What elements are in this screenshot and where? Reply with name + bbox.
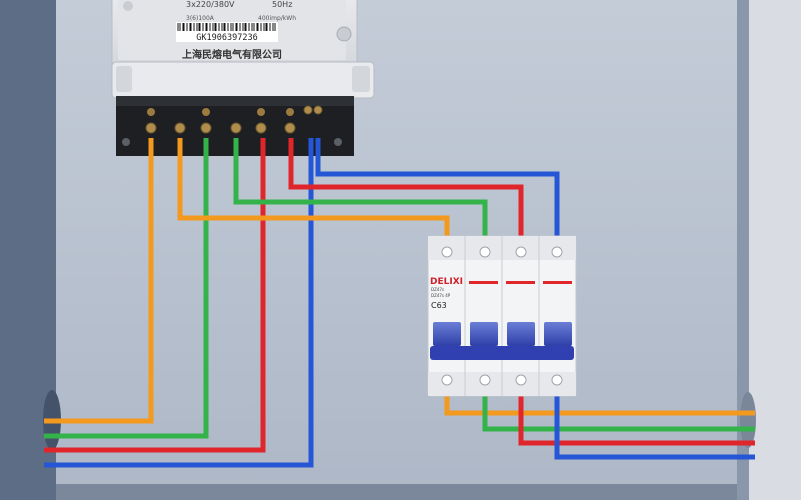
cabinet-right-edge: [735, 0, 749, 500]
terminal-mount-hole-left: [122, 138, 130, 146]
terminal-screws: [145, 105, 323, 134]
meter-spec-line: 3x220/380V: [186, 0, 235, 9]
meter-screw-left: [123, 1, 133, 11]
wire-blue-exit: [44, 138, 314, 468]
wire-red-exit: [44, 138, 266, 453]
meter-barcode: [176, 22, 278, 32]
meter-serial: GK1906397236: [196, 33, 257, 43]
terminal-mount-hole-right: [334, 138, 342, 146]
wire-green-load: [482, 385, 755, 432]
breaker-pole4-stripe: [543, 281, 572, 284]
wire-red-breaker: [288, 138, 524, 246]
wire-orange-breaker: [177, 138, 450, 246]
meter-clip-right: [352, 66, 370, 92]
terminal-block-top: [116, 96, 354, 106]
right-knockout: [740, 392, 756, 448]
meter-freq: 50Hz: [272, 0, 292, 9]
breaker-rating: C63: [431, 301, 447, 310]
energy-meter: 3x220/380V 50Hz 3(6)100A 400imp/kWh GK19…: [111, 0, 375, 156]
wire-red-load: [518, 385, 755, 446]
meter-clip-left: [116, 66, 132, 92]
breaker-series: DZ47s: [431, 287, 444, 292]
breaker-pole3-stripe: [506, 281, 535, 284]
wire-green-breaker: [233, 138, 488, 246]
wire-blue-breaker: [315, 138, 560, 246]
circuit-breaker-4p: DELIXI DZ47s DZ47s 4P C63: [427, 235, 577, 397]
wire-green-exit: [44, 138, 209, 439]
wire-orange-exit: [44, 138, 154, 424]
breaker-brand: DELIXI: [430, 277, 463, 287]
breaker-levers: [430, 322, 574, 360]
breaker-model: DZ47s 4P: [431, 293, 451, 298]
breaker-tie-bar: [430, 346, 574, 360]
cabinet-bottom: [56, 484, 737, 500]
breaker-pole-dividers: [464, 236, 540, 396]
wire-blue-load: [554, 385, 755, 460]
breaker-pole2-stripe: [469, 281, 498, 284]
breaker-terminal-screws: [441, 246, 563, 386]
meter-serial-box: [176, 32, 278, 42]
meter-constant: 400imp/kWh: [258, 15, 296, 22]
meter-current-rating: 3(6)100A: [186, 15, 215, 22]
meter-maker: 上海民熔电气有限公司: [182, 48, 282, 61]
wires: [44, 138, 755, 468]
meter-terminal-cover: [111, 61, 375, 99]
meter-seal-screw: [336, 26, 352, 42]
